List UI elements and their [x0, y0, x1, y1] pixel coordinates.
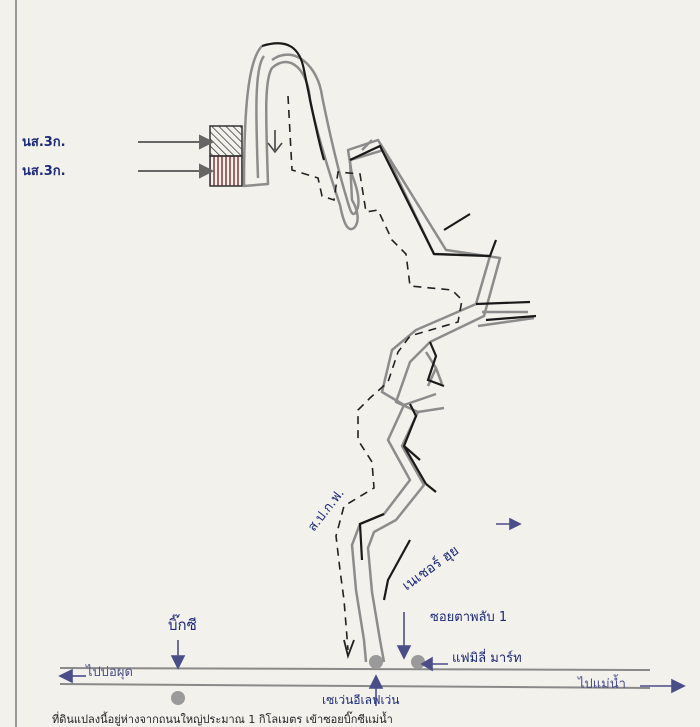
main-highway: [59, 667, 651, 689]
family-mart-label: แฟมิลี่ มาร์ท: [452, 651, 522, 666]
plot-title-deed-label-1: นส.3ก.: [22, 135, 66, 150]
bottom-caption: ที่ดินแปลงนี้อยู่ห่างจากถนนใหญ่ประมาณ 1 …: [52, 713, 393, 726]
hatched-plot-icon: [209, 125, 243, 187]
soi-label: ซอยตาพลับ 1: [430, 610, 508, 625]
landmark-marker-icon: [171, 655, 425, 705]
winding-road: [242, 45, 535, 663]
arrow-right-icon: [138, 134, 215, 179]
big-c-label: บิ๊กซี: [168, 616, 197, 634]
to-right-label: ไปแม่น้ำ: [578, 677, 626, 692]
route-top-arrow: [267, 130, 283, 154]
highway-direction-arrows: [58, 668, 686, 694]
seven-eleven-label: เซเว่นอีเลฟเว่น: [322, 693, 400, 707]
route-arrowhead: [343, 639, 355, 660]
dashed-route: [287, 95, 463, 651]
plot-title-deed-label-2: นส.3ก.: [22, 164, 66, 179]
to-left-label: ไปบ่อผุด: [86, 665, 133, 680]
main-road-edge: [261, 42, 537, 601]
